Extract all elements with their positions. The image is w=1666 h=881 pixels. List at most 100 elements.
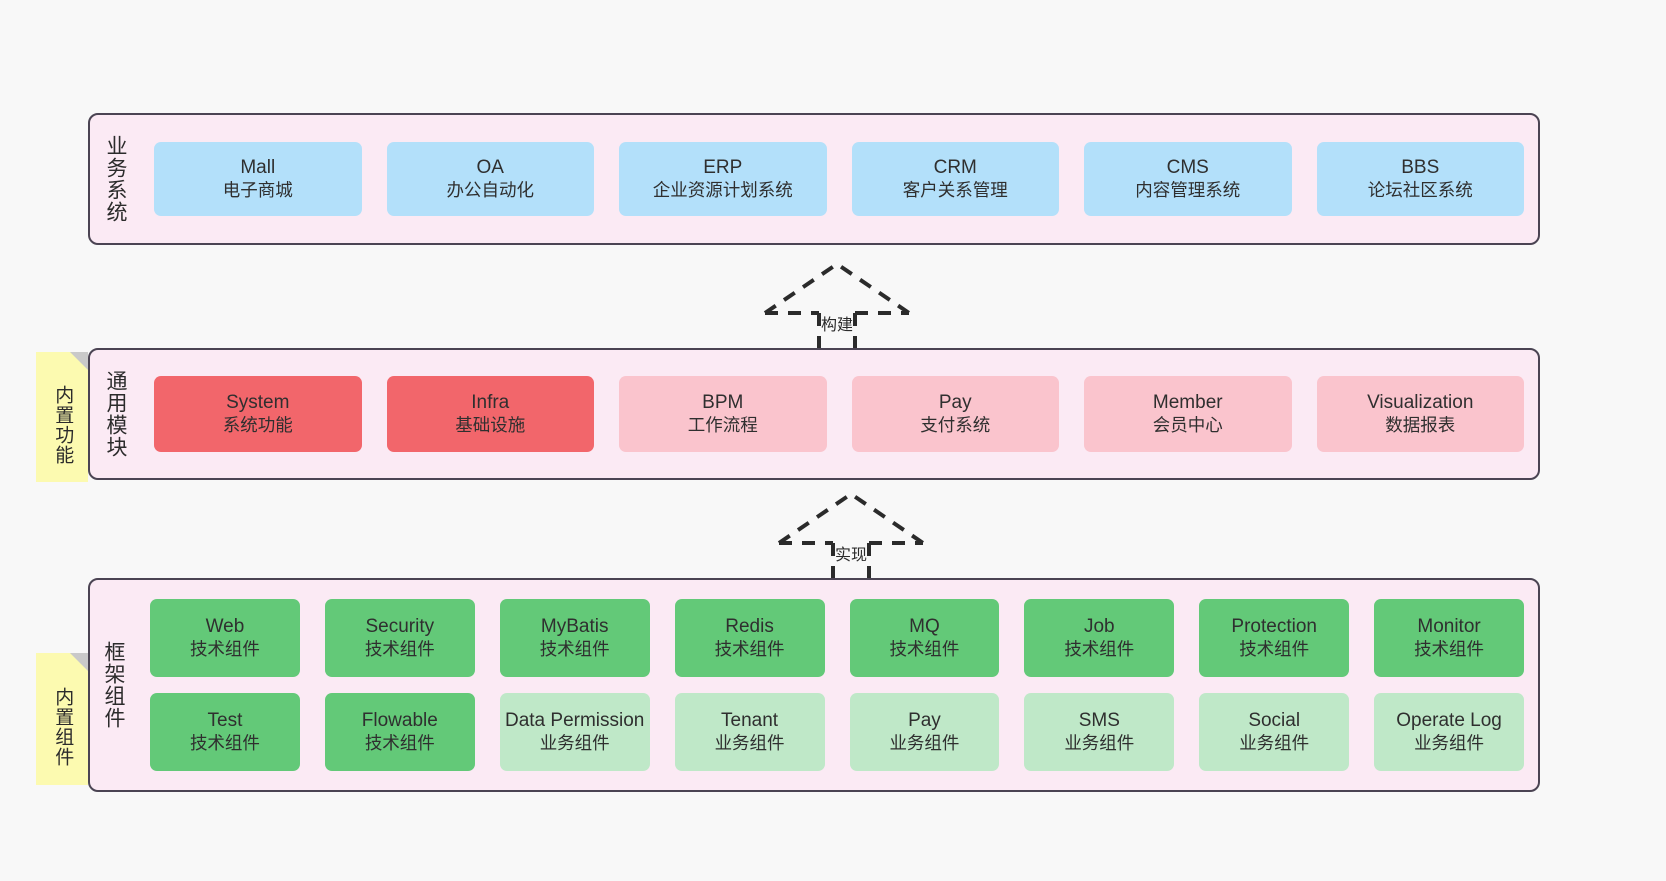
generalization-arrow-build: 构建 — [762, 258, 912, 353]
layer-business-system: 业务系统 Mall 电子商城 OA 办公自动化 ERP 企业资源计划系统 CRM… — [88, 113, 1540, 245]
card-sms[interactable]: SMS 业务组件 — [1024, 693, 1175, 771]
card-job[interactable]: Job 技术组件 — [1024, 599, 1175, 677]
layer-common-module: 通用模块 System 系统功能 Infra 基础设施 BPM 工作流程 Pay… — [88, 348, 1540, 480]
card-row: System 系统功能 Infra 基础设施 BPM 工作流程 Pay 支付系统… — [154, 376, 1524, 452]
card-title: Infra — [471, 392, 510, 414]
card-system[interactable]: System 系统功能 — [154, 376, 362, 452]
layer-label-framework-component: 框架组件 — [102, 641, 126, 729]
card-row: Test 技术组件 Flowable 技术组件 Data Permission … — [150, 693, 1524, 771]
card-subtitle: 业务组件 — [539, 732, 610, 753]
card-title: Mall — [240, 157, 276, 179]
card-crm[interactable]: CRM 客户关系管理 — [851, 142, 1059, 216]
card-title: MQ — [909, 616, 940, 638]
card-title: BBS — [1401, 157, 1440, 179]
card-web[interactable]: Web 技术组件 — [150, 599, 300, 677]
card-erp[interactable]: ERP 企业资源计划系统 — [619, 142, 827, 216]
card-subtitle: 业务组件 — [1414, 732, 1485, 753]
card-bpm[interactable]: BPM 工作流程 — [619, 376, 827, 452]
card-title: Web — [205, 616, 245, 638]
card-subtitle: 技术组件 — [364, 638, 435, 659]
arrow-label-realize: 实现 — [834, 547, 868, 564]
card-subtitle: 技术组件 — [1239, 638, 1310, 659]
card-title: SMS — [1078, 710, 1120, 732]
card-title: Pay — [908, 710, 941, 732]
card-member[interactable]: Member 会员中心 — [1084, 376, 1292, 452]
card-subtitle: 支付系统 — [920, 414, 991, 435]
card-oa[interactable]: OA 办公自动化 — [386, 142, 594, 216]
card-security[interactable]: Security 技术组件 — [324, 599, 475, 677]
card-mq[interactable]: MQ 技术组件 — [849, 599, 1000, 677]
layer-body-framework-component: Web 技术组件 Security 技术组件 MyBatis 技术组件 Redi… — [136, 580, 1538, 790]
card-title: Job — [1083, 616, 1115, 638]
card-subtitle: 数据报表 — [1385, 414, 1456, 435]
card-title: Test — [207, 710, 243, 732]
card-subtitle: 技术组件 — [189, 638, 260, 659]
card-subtitle: 技术组件 — [714, 638, 785, 659]
card-subtitle: 企业资源计划系统 — [652, 179, 793, 200]
card-title: BPM — [702, 392, 744, 414]
card-title: Protection — [1231, 616, 1317, 638]
generalization-arrow-realize: 实现 — [776, 488, 926, 583]
dashed-hollow-arrow-icon — [777, 491, 925, 580]
layer-label-common-module: 通用模块 — [104, 370, 128, 458]
card-protection[interactable]: Protection 技术组件 — [1199, 599, 1350, 677]
card-pay-business[interactable]: Pay 业务组件 — [849, 693, 1000, 771]
card-title: ERP — [703, 157, 743, 179]
card-infra[interactable]: Infra 基础设施 — [386, 376, 594, 452]
card-redis[interactable]: Redis 技术组件 — [674, 599, 825, 677]
sticky-note-label: 内置功能 — [52, 385, 74, 465]
card-title: Redis — [725, 616, 774, 638]
card-mybatis[interactable]: MyBatis 技术组件 — [499, 599, 650, 677]
card-test[interactable]: Test 技术组件 — [150, 693, 300, 771]
card-subtitle: 技术组件 — [889, 638, 960, 659]
card-flowable[interactable]: Flowable 技术组件 — [324, 693, 475, 771]
card-subtitle: 业务组件 — [1239, 732, 1310, 753]
card-data-permission[interactable]: Data Permission 业务组件 — [499, 693, 650, 771]
card-subtitle: 办公自动化 — [446, 179, 535, 200]
card-monitor[interactable]: Monitor 技术组件 — [1374, 599, 1524, 677]
card-row: Web 技术组件 Security 技术组件 MyBatis 技术组件 Redi… — [150, 599, 1524, 677]
card-subtitle: 工作流程 — [687, 414, 758, 435]
card-subtitle: 技术组件 — [1064, 638, 1135, 659]
card-title: Tenant — [721, 710, 779, 732]
card-title: System — [226, 392, 290, 414]
arrow-label-build: 构建 — [820, 317, 854, 334]
layer-framework-component: 框架组件 Web 技术组件 Security 技术组件 MyBatis 技术组件… — [88, 578, 1540, 792]
card-bbs[interactable]: BBS 论坛社区系统 — [1316, 142, 1524, 216]
card-title: Monitor — [1417, 616, 1481, 638]
card-subtitle: 业务组件 — [889, 732, 960, 753]
card-subtitle: 内容管理系统 — [1135, 179, 1241, 200]
sticky-note-label: 内置组件 — [52, 687, 74, 767]
card-pay[interactable]: Pay 支付系统 — [851, 376, 1059, 452]
card-title: CMS — [1166, 157, 1209, 179]
card-title: MyBatis — [540, 616, 609, 638]
card-subtitle: 业务组件 — [714, 732, 785, 753]
card-subtitle: 电子商城 — [222, 179, 293, 200]
card-title: Visualization — [1367, 392, 1474, 414]
card-subtitle: 技术组件 — [364, 732, 435, 753]
card-subtitle: 论坛社区系统 — [1367, 179, 1473, 200]
card-mall[interactable]: Mall 电子商城 — [154, 142, 362, 216]
card-operate-log[interactable]: Operate Log 业务组件 — [1374, 693, 1524, 771]
card-subtitle: 基础设施 — [455, 414, 526, 435]
card-visualization[interactable]: Visualization 数据报表 — [1316, 376, 1524, 452]
card-subtitle: 技术组件 — [1414, 638, 1485, 659]
sticky-note-builtin-function: 内置功能 — [36, 352, 88, 482]
card-title: Data Permission — [504, 710, 645, 732]
card-row: Mall 电子商城 OA 办公自动化 ERP 企业资源计划系统 CRM 客户关系… — [154, 142, 1524, 216]
layer-body-business-system: Mall 电子商城 OA 办公自动化 ERP 企业资源计划系统 CRM 客户关系… — [140, 115, 1538, 243]
card-title: Pay — [938, 392, 972, 414]
layer-label-business-system: 业务系统 — [104, 135, 128, 223]
card-social[interactable]: Social 业务组件 — [1199, 693, 1350, 771]
card-title: OA — [476, 157, 504, 179]
layer-body-common-module: System 系统功能 Infra 基础设施 BPM 工作流程 Pay 支付系统… — [140, 350, 1538, 478]
card-subtitle: 系统功能 — [222, 414, 293, 435]
card-cms[interactable]: CMS 内容管理系统 — [1084, 142, 1292, 216]
card-subtitle: 会员中心 — [1152, 414, 1223, 435]
card-title: CRM — [933, 157, 977, 179]
card-title: Security — [365, 616, 435, 638]
card-title: Flowable — [361, 710, 438, 732]
card-tenant[interactable]: Tenant 业务组件 — [674, 693, 825, 771]
card-subtitle: 客户关系管理 — [902, 179, 1008, 200]
